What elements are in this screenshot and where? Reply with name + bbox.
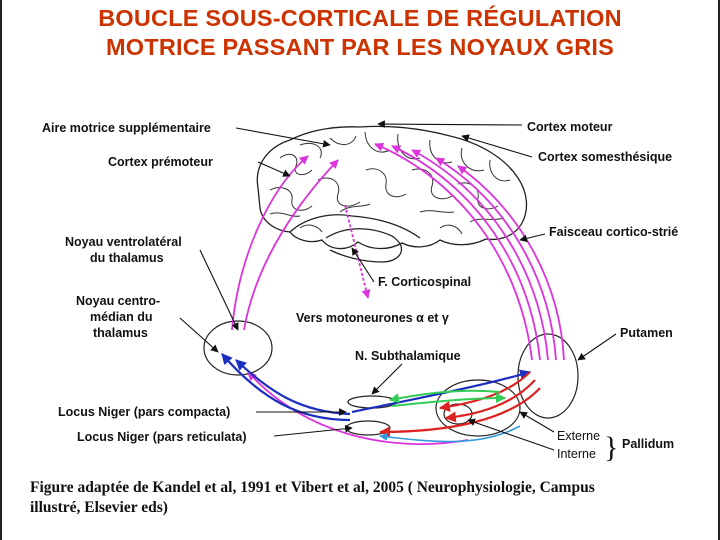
leader-cortex-premoteur — [258, 162, 290, 176]
nigrothalamic-fiber — [236, 360, 350, 414]
label-noyau-vl-line1: Noyau ventrolatéral — [65, 235, 182, 249]
label-f-corticospinal: F. Corticospinal — [378, 275, 471, 289]
leader-f-corticospinal — [352, 248, 374, 282]
caption-line-2: illustré, Elsevier eds) — [30, 498, 702, 518]
label-cortex-moteur: Cortex moteur — [527, 120, 613, 134]
corticospinal-tract — [345, 205, 368, 298]
label-locus-compacta: Locus Niger (pars compacta) — [58, 405, 230, 419]
label-noyau-vl-line2: du thalamus — [90, 251, 164, 265]
label-vers-motoneurones: Vers motoneurones α et γ — [296, 311, 449, 325]
leader-putamen — [578, 334, 616, 360]
leader-n-subthalamique — [372, 364, 402, 394]
pallidothalamic-fiber — [248, 372, 468, 444]
label-noyau-cm-line2: médian du — [90, 310, 153, 324]
figure-caption: Figure adaptée de Kandel et al, 1991 et … — [30, 478, 702, 518]
label-externe: Externe — [557, 429, 600, 443]
corticostriatal-fiber-1 — [375, 144, 532, 360]
leader-cortex-somesthesique — [462, 136, 532, 157]
label-faisceau: Faisceau cortico-strié — [549, 225, 678, 239]
leader-cortex-moteur — [378, 124, 522, 125]
label-noyau-cm-line3: thalamus — [93, 326, 148, 340]
thalamocortical-fiber — [232, 156, 308, 330]
label-putamen: Putamen — [620, 326, 673, 340]
caption-line-1: Figure adaptée de Kandel et al, 1991 et … — [30, 478, 702, 498]
subthalamic-nucleus-outline — [348, 396, 396, 408]
label-n-subthalamique: N. Subthalamique — [355, 349, 461, 363]
label-aire-motrice: Aire motrice supplémentaire — [42, 121, 211, 135]
label-noyau-cm-line1: Noyau centro- — [76, 294, 160, 308]
leader-noyau-vl — [200, 250, 238, 330]
label-pallidum: Pallidum — [622, 437, 674, 451]
label-cortex-premoteur: Cortex prémoteur — [108, 155, 213, 169]
pallidum-brace: } — [604, 431, 618, 464]
leader-noyau-cm — [180, 318, 218, 352]
label-interne: Interne — [557, 447, 596, 461]
label-cortex-somesthesique: Cortex somesthésique — [538, 150, 672, 164]
label-locus-reticulata: Locus Niger (pars reticulata) — [77, 430, 247, 444]
striatonigral-fiber — [380, 388, 540, 432]
